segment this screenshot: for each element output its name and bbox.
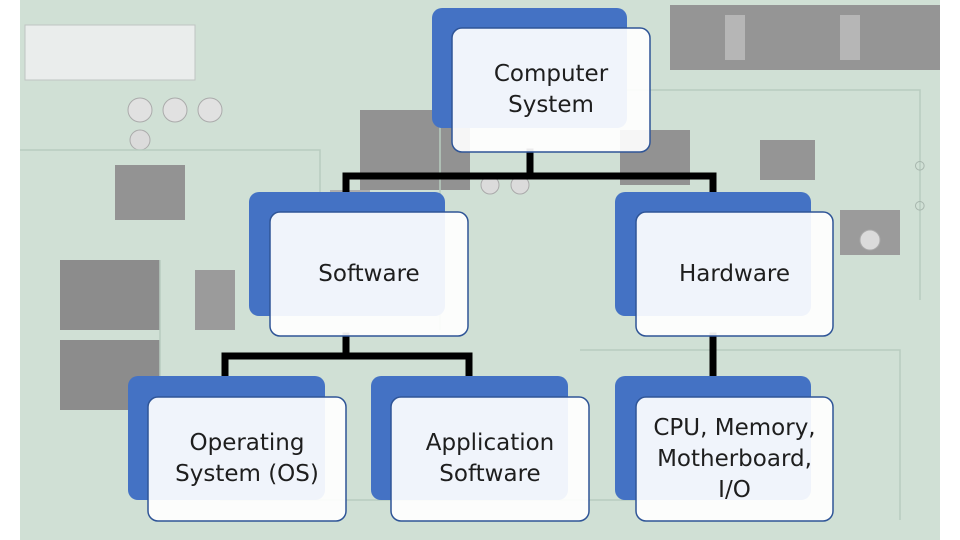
node-computer-system — [432, 8, 651, 153]
node-card — [269, 211, 469, 337]
node-hardware-label: Hardware — [636, 212, 833, 336]
node-hardware — [615, 192, 834, 337]
node-hardware-components — [615, 376, 834, 522]
node-software-label: Software — [270, 212, 468, 336]
node-label-line: Application — [425, 430, 555, 456]
node-hardware-components-label: CPU, Memory, Motherboard, I/O — [636, 397, 833, 521]
node-label-line: Operating — [189, 430, 305, 456]
node-operating-system — [128, 376, 347, 522]
node-label-line: I/O — [718, 476, 751, 503]
node-card — [390, 396, 590, 522]
node-label-line: CPU, Memory, — [653, 414, 816, 441]
node-card — [635, 211, 834, 337]
node-card — [635, 396, 834, 522]
node-label-line: Software — [318, 260, 420, 287]
node-application-software — [371, 376, 590, 522]
node-label-line: Software — [439, 461, 541, 487]
node-card — [451, 27, 651, 153]
node-label-line: System (OS) — [175, 461, 319, 487]
node-label-line: Motherboard, — [657, 445, 812, 472]
node-computer-system-label: Computer System — [452, 28, 650, 152]
node-software — [249, 192, 469, 337]
node-label-line: Computer — [493, 61, 609, 87]
node-operating-system-label: Operating System (OS) — [148, 397, 346, 521]
node-card — [147, 396, 347, 522]
node-application-software-label: Application Software — [391, 397, 589, 521]
node-label-line: Hardware — [678, 260, 791, 287]
node-label-line: System — [508, 92, 594, 118]
